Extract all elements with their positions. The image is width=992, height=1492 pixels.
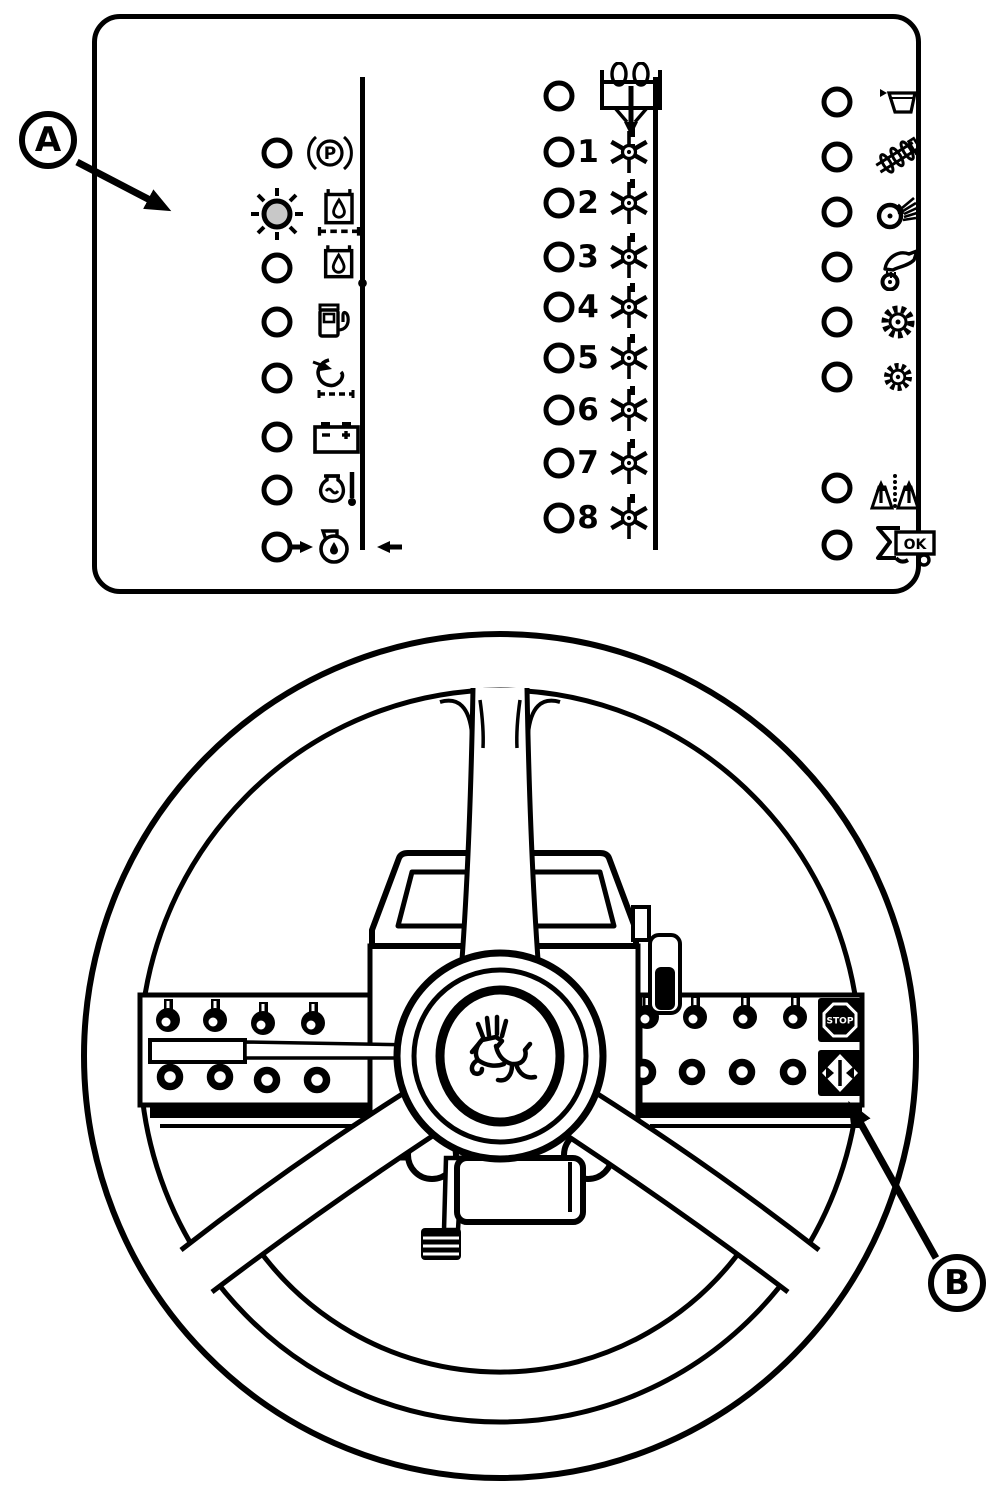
seed-meter-row-icon <box>603 231 655 283</box>
panel-divider-left <box>360 77 365 550</box>
callout-a-label: A <box>19 111 77 169</box>
middle-row-8: 8 <box>531 490 751 546</box>
indicator-light <box>531 68 587 124</box>
left-row-coolant-temperature <box>249 462 529 518</box>
seed-tank-icon <box>873 82 921 122</box>
seed-meter-row-icon <box>603 492 655 544</box>
left-row-hydraulic-oil-temperature <box>249 240 529 296</box>
panel-divider-right <box>653 77 658 550</box>
middle-row-6: 6 <box>531 382 751 438</box>
left-row-engine-oil-pressure <box>249 519 529 575</box>
right-row-machine-ok: OK <box>809 517 992 573</box>
right-row-coarse-gear <box>809 294 992 350</box>
indicator-light <box>809 460 865 516</box>
marker-arm-icon <box>877 243 921 291</box>
indicator-light <box>249 350 305 406</box>
seed-meter-row-icon <box>603 177 655 229</box>
air-restriction-icon <box>311 352 363 404</box>
stop-button: STOP <box>818 998 862 1042</box>
indicator-light <box>249 240 305 296</box>
indicator-light <box>809 184 865 240</box>
indicator-light <box>809 294 865 350</box>
row-number: 7 <box>577 445 599 481</box>
right-row-seed-tank <box>809 74 992 130</box>
right-row-marker-arm <box>809 239 992 295</box>
lit-indicator-light <box>249 186 305 242</box>
ok-label: OK <box>904 537 928 553</box>
indicator-light <box>809 74 865 130</box>
row-number: 6 <box>577 392 599 428</box>
ground-drive-wheel-icon <box>873 192 921 232</box>
row-number: 5 <box>577 340 599 376</box>
row-number: 2 <box>577 185 599 221</box>
row-number: 8 <box>577 500 599 536</box>
diamond-arrows-button <box>818 1050 862 1096</box>
row-number: 1 <box>577 134 599 170</box>
left-row-fuel-level <box>249 294 529 350</box>
seed-meter-row-icon <box>603 384 655 436</box>
hydraulic-oil-level-icon <box>313 188 365 240</box>
indicator-light <box>249 409 305 465</box>
engine-oil-pressure-icon <box>287 523 403 571</box>
battery-charge-icon <box>311 413 363 461</box>
left-row-air-restriction <box>249 350 529 406</box>
right-row-auger <box>809 129 992 185</box>
callout-b-label: B <box>928 1254 986 1312</box>
seed-meter-row-icon <box>603 281 655 333</box>
right-row-ground-drive-wheel <box>809 184 992 240</box>
row-number: 4 <box>577 289 599 325</box>
foot-pedal <box>421 1228 461 1260</box>
stop-octagon-icon <box>822 1002 858 1038</box>
indicator-light <box>809 349 865 405</box>
indicator-light <box>809 517 865 573</box>
indicator-light-panel: P <box>92 14 936 594</box>
middle-row-3: 3 <box>531 229 751 285</box>
seed-meter-row-icon <box>603 437 655 489</box>
hydraulic-oil-temperature-icon <box>317 242 369 294</box>
auger-icon <box>873 135 921 179</box>
steering-wheel-hub <box>393 949 607 1163</box>
seed-meter-row-icon <box>603 332 655 384</box>
right-row-row-markers <box>809 460 992 516</box>
indicator-light <box>249 462 305 518</box>
park-brake-letter: P <box>324 144 336 164</box>
indicator-light <box>809 239 865 295</box>
middle-row-4: 4 <box>531 279 751 335</box>
lower-bracket <box>421 1155 586 1260</box>
middle-row-7: 7 <box>531 435 751 491</box>
coarse-adjust-gear-icon <box>873 299 923 345</box>
middle-row-2: 2 <box>531 175 751 231</box>
engine-coolant-temperature-icon <box>311 466 363 514</box>
left-row-battery-charge <box>249 409 529 465</box>
row-number: 3 <box>577 239 599 275</box>
left-row-hydraulic-oil-level <box>249 186 529 242</box>
indicator-light <box>809 129 865 185</box>
fine-adjust-gear-icon <box>875 356 921 398</box>
row-markers-icon <box>868 465 922 511</box>
machine-ok-icon: OK <box>876 526 936 567</box>
middle-row-5: 5 <box>531 330 751 386</box>
middle-row-header <box>531 68 751 124</box>
seed-meter-row-icon <box>603 126 655 178</box>
left-row-park-brake: P <box>249 125 529 181</box>
indicator-light <box>249 294 305 350</box>
leaping-deer-logo <box>469 1014 538 1083</box>
steering-wheel-spokes <box>179 687 821 1294</box>
middle-row-1: 1 <box>531 124 751 180</box>
fuel-level-icon <box>312 298 360 346</box>
steering-wheel-illustration: STOP <box>81 631 919 1481</box>
indicator-light <box>249 125 305 181</box>
stop-button-label: STOP <box>827 1017 854 1027</box>
right-row-fine-gear <box>809 349 992 405</box>
park-brake-icon: P <box>307 135 353 171</box>
